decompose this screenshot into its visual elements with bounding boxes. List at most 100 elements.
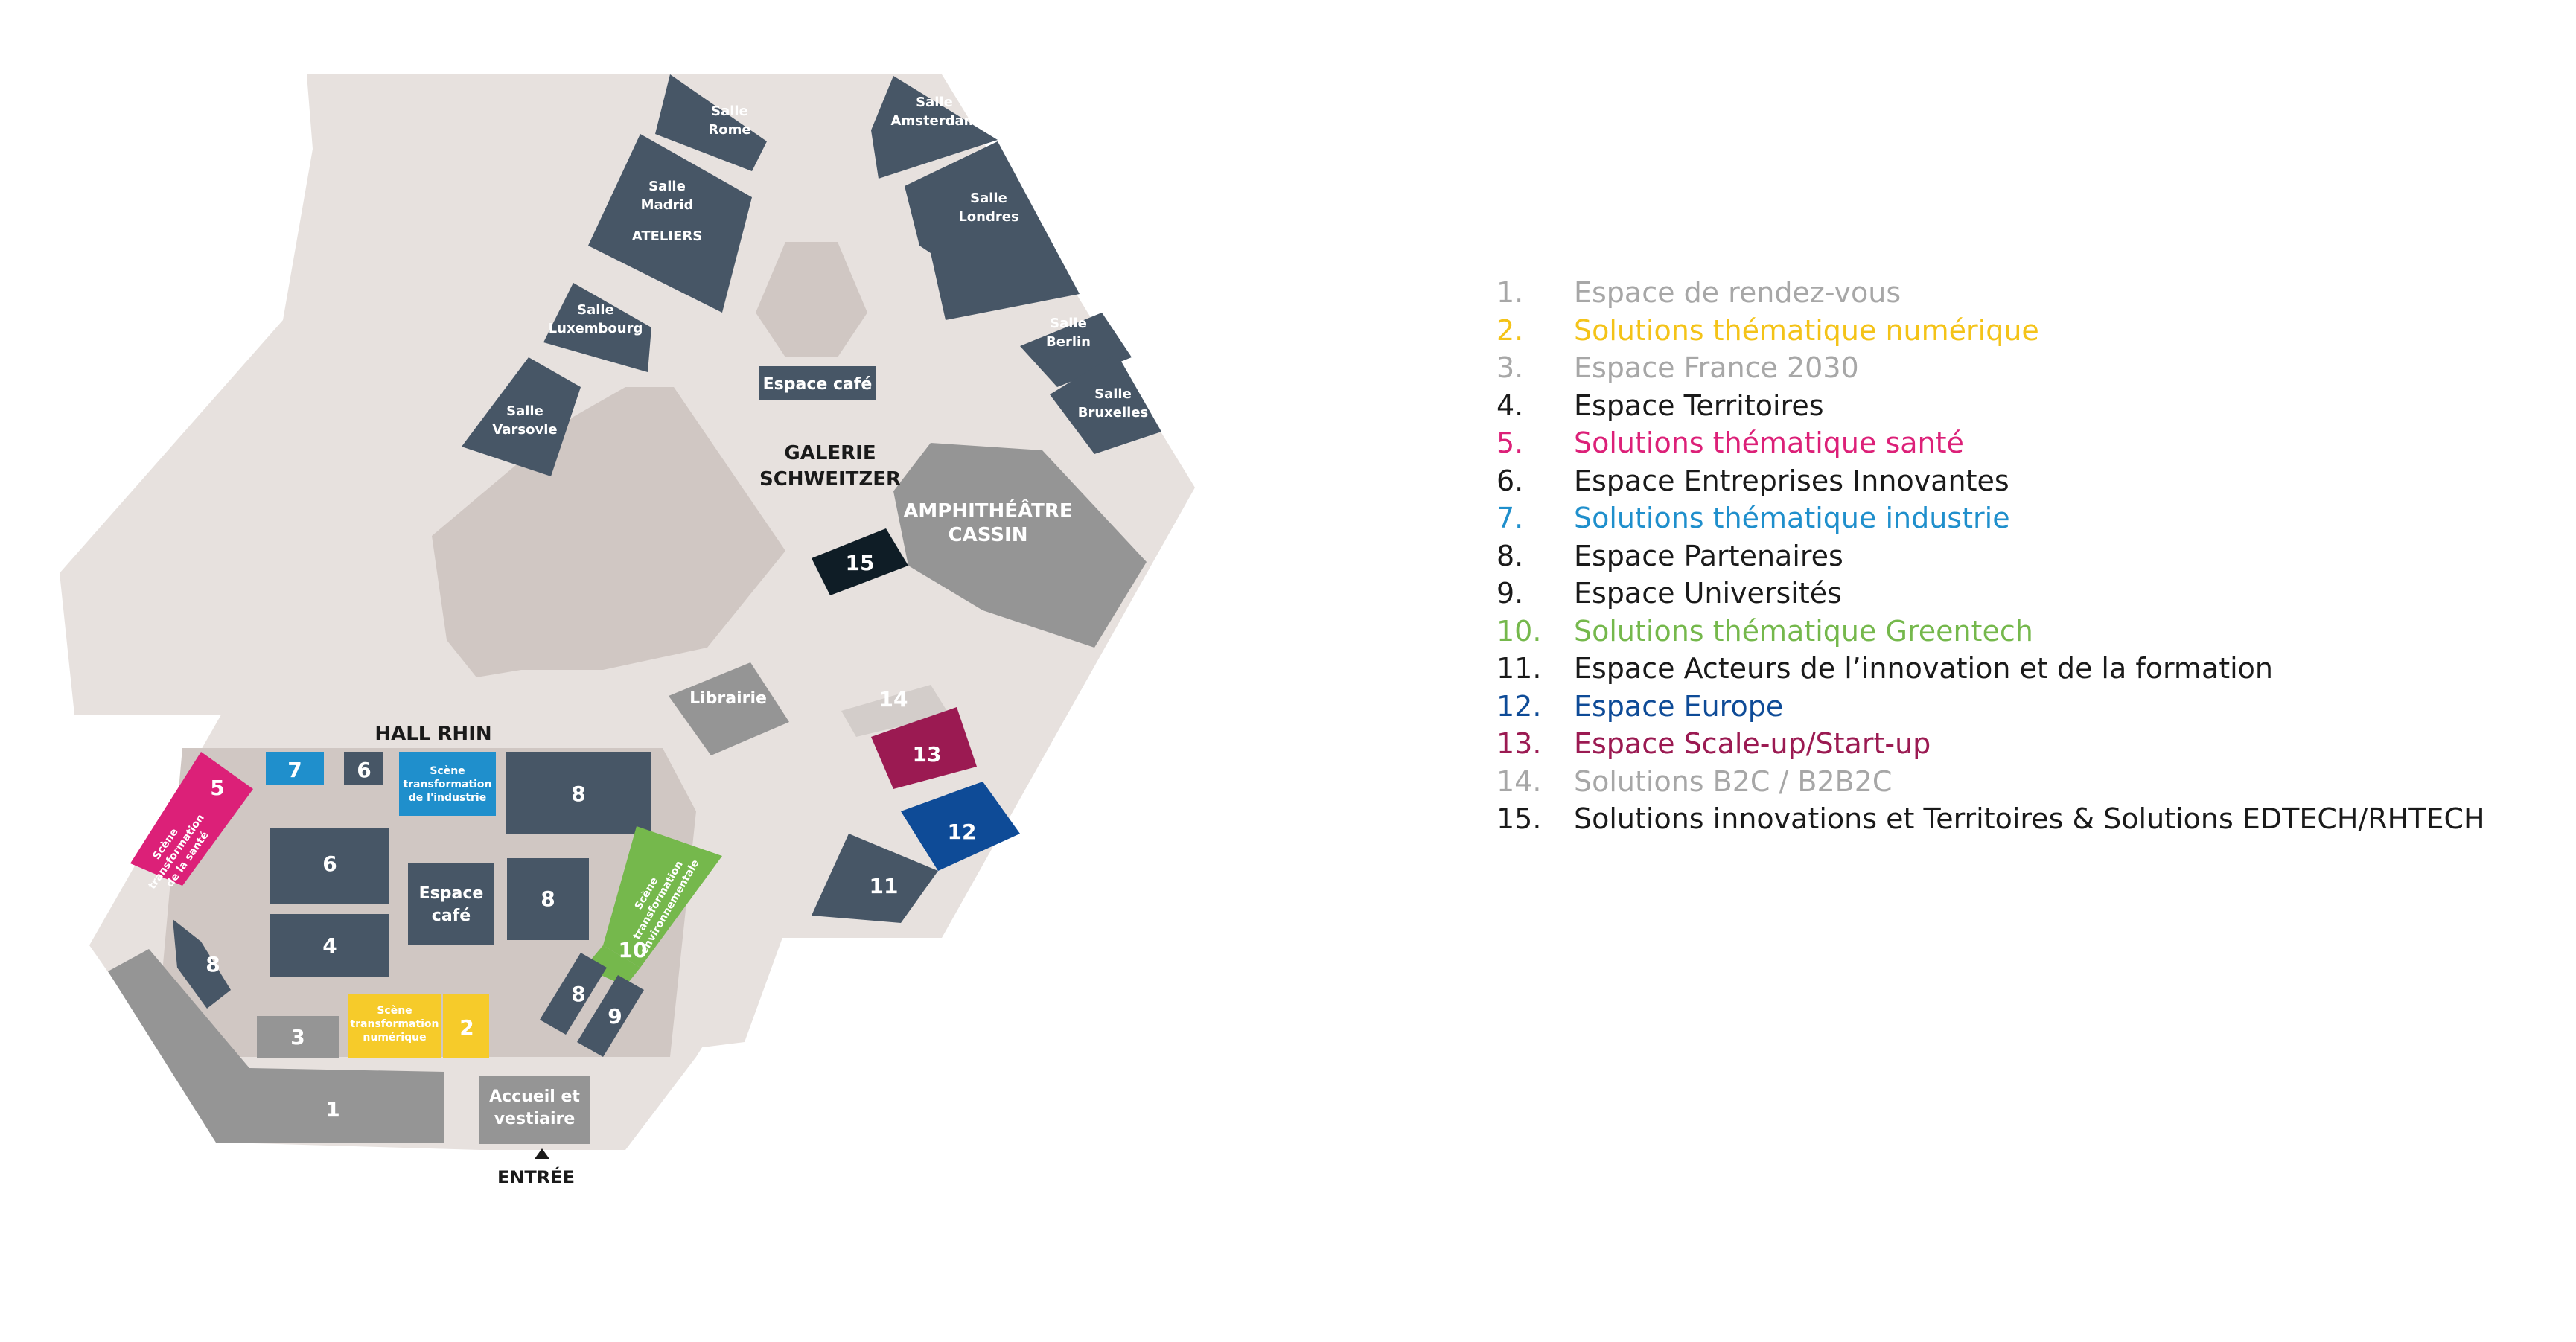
scene-sante[interactable]: [130, 752, 253, 886]
label-entree: ENTRÉE: [497, 1166, 575, 1188]
stand-3[interactable]: [257, 1016, 339, 1058]
room-salle-amsterdam[interactable]: [871, 76, 998, 179]
legend-label: Espace de rendez-vous: [1574, 276, 1901, 309]
stand-1[interactable]: [108, 949, 444, 1143]
room-salle-londres[interactable]: [905, 141, 1080, 320]
legend-number: 4.: [1496, 389, 1524, 422]
label-8-middle: 8: [541, 886, 555, 911]
legend-number: 2.: [1496, 313, 1524, 347]
room-salle-bruxelles[interactable]: [1050, 354, 1161, 454]
stand-8-right[interactable]: [540, 953, 607, 1035]
label-9: 9: [608, 1004, 622, 1029]
librairie[interactable]: [669, 662, 789, 755]
legend-label: Espace France 2030: [1574, 351, 1859, 384]
stand-6-small[interactable]: [344, 752, 383, 785]
label-librairie: Librairie: [689, 689, 767, 708]
label-ateliers: ATELIERS: [632, 229, 702, 244]
legend-number: 14.: [1496, 764, 1542, 798]
amphitheatre-cassin[interactable]: [893, 443, 1147, 648]
room-salle-madrid-ateliers[interactable]: [588, 134, 752, 313]
stand-4[interactable]: [270, 914, 389, 977]
entrance-arrow: [535, 1148, 549, 1159]
legend-number: 13.: [1496, 727, 1542, 760]
scene-numerique[interactable]: [348, 994, 441, 1058]
stand-15[interactable]: [812, 528, 908, 595]
legend-label: Solutions thématique industrie: [1574, 502, 2010, 534]
label-11: 11: [870, 874, 899, 898]
room-salle-luxembourg[interactable]: [543, 283, 651, 372]
legend-label: Espace Universités: [1574, 577, 1842, 610]
stand-2[interactable]: [443, 994, 489, 1058]
legend-number: 3.: [1496, 351, 1524, 384]
stand-13[interactable]: [871, 707, 977, 789]
legend-label: Solutions thématique santé: [1574, 426, 1964, 459]
label-12: 12: [948, 819, 977, 844]
espace-cafe-top[interactable]: [759, 366, 876, 400]
label-8-large: 8: [571, 782, 585, 806]
interior-zone-upper: [432, 387, 785, 677]
label-6-small: 6: [357, 758, 371, 782]
label-2: 2: [459, 1015, 474, 1040]
scene-industrie[interactable]: [399, 752, 496, 816]
stand-6[interactable]: [270, 828, 389, 904]
room-salle-varsovie[interactable]: [462, 357, 581, 476]
legend-label: Espace Europe: [1574, 689, 1784, 723]
stand-10[interactable]: [584, 945, 640, 986]
scene-environnementale[interactable]: [603, 826, 722, 968]
legend-number: 10.: [1496, 614, 1542, 648]
stand-7[interactable]: [266, 752, 324, 785]
label-7: 7: [287, 758, 302, 782]
legend-number: 1.: [1496, 276, 1524, 309]
stand-8-large[interactable]: [506, 752, 651, 834]
legend-label: Solutions thématique Greentech: [1574, 614, 2033, 648]
legend-label: Espace Territoires: [1574, 389, 1824, 422]
label-13: 13: [913, 742, 942, 767]
espace-cafe-hall[interactable]: [408, 863, 494, 945]
label-3: 3: [290, 1025, 305, 1049]
legend-label: Espace Scale-up/Start-up: [1574, 727, 1931, 760]
label-hall-rhin: HALL RHIN: [374, 723, 491, 745]
label-8-left: 8: [205, 952, 220, 977]
stand-11[interactable]: [812, 834, 938, 923]
label-15: 15: [846, 551, 875, 575]
stand-14[interactable]: [841, 685, 949, 737]
stand-12[interactable]: [901, 782, 1020, 871]
legend-number: 9.: [1496, 577, 1524, 610]
legend-number: 15.: [1496, 802, 1542, 835]
legend-label: Solutions thématique numérique: [1574, 313, 2039, 347]
legend-label: Espace Partenaires: [1574, 539, 1843, 572]
accueil-vestiaire[interactable]: [479, 1076, 590, 1144]
stand-8-middle[interactable]: [507, 858, 589, 940]
legend-number: 8.: [1496, 539, 1524, 572]
legend-number: 5.: [1496, 426, 1524, 459]
legend-number: 7.: [1496, 502, 1524, 534]
stand-9[interactable]: [577, 975, 644, 1057]
legend-number: 11.: [1496, 652, 1542, 685]
stand-8-left[interactable]: [173, 919, 231, 1009]
legend-label: Solutions B2C / B2B2C: [1574, 764, 1893, 798]
label-10: 10: [619, 938, 648, 962]
legend-number: 6.: [1496, 464, 1524, 497]
label-espace-cafe-top: Espace café: [763, 375, 873, 394]
legend-number: 12.: [1496, 689, 1542, 723]
legend-label: Espace Acteurs de l’innovation et de la …: [1574, 652, 2274, 685]
label-4: 4: [322, 933, 337, 958]
room-salle-rome[interactable]: [655, 74, 767, 171]
interior-zone-hexagon: [756, 242, 867, 357]
label-5: 5: [210, 776, 224, 800]
legend-label: Solutions innovations et Territoires & S…: [1574, 802, 2485, 835]
